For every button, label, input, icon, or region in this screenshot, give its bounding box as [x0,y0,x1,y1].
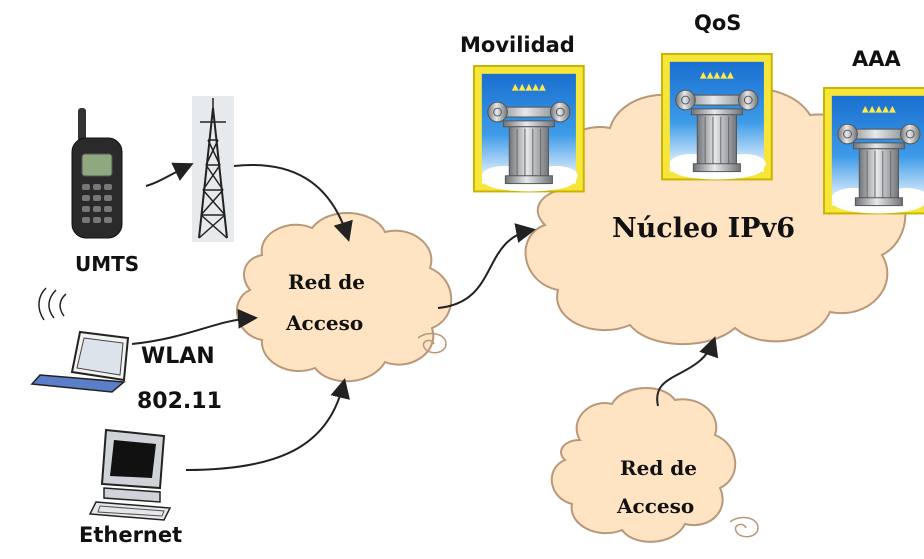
arrow-bottom-access-to-core [656,336,719,407]
service-aaa-label: AAA [852,47,901,71]
access-network-left-label-line2: Acceso [286,311,364,335]
access-cloud-bottom [550,387,759,543]
arrow-access-to-core [437,223,536,309]
service-qos-icon [661,53,773,181]
arrow-tower-to-access [233,164,353,242]
arrow-laptop-to-access [131,308,258,345]
umts-label: UMTS [75,252,140,276]
arrow-phone-to-tower [145,162,194,187]
desktop-computer-icon [88,428,172,521]
laptop-icon [30,287,130,393]
wlan-standard-label: 802.11 [137,389,222,414]
access-cloud-left [235,212,453,383]
wlan-label: WLAN [141,344,215,369]
antenna-tower-icon [192,96,234,242]
service-aaa-icon [823,87,924,215]
ethernet-label: Ethernet [79,523,183,547]
service-qos-label: QoS [694,11,742,35]
service-movilidad-icon [473,65,585,193]
access-network-bottom-label-line1: Red de [620,456,698,480]
mobile-phone-icon [71,108,123,239]
arrow-desktop-to-access [185,378,350,471]
core-network-label: Núcleo IPv6 [612,213,796,244]
access-network-bottom-label-line2: Acceso [617,494,695,518]
connection-arrows [131,162,719,471]
service-movilidad-label: Movilidad [460,33,575,57]
access-network-left-label-line1: Red de [288,270,366,294]
